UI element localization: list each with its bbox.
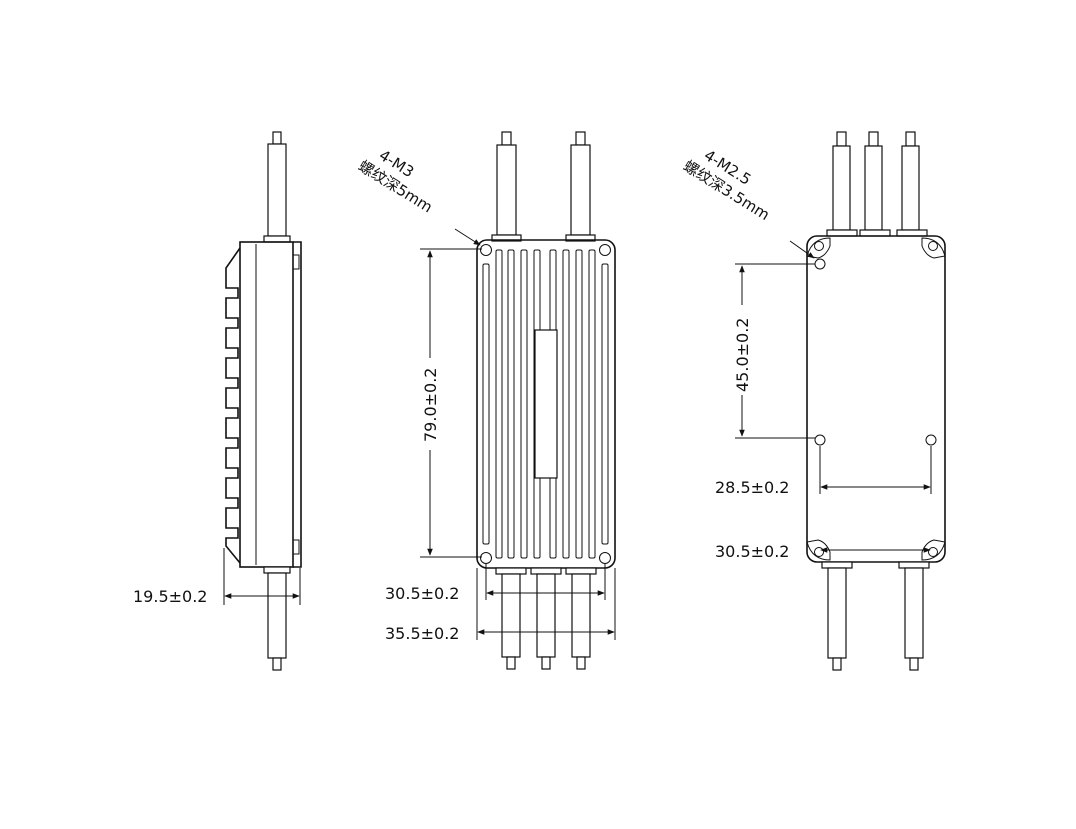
- front-bottom-wire-tip-1: [506, 656, 516, 670]
- rear-top-grommet-3: [896, 229, 928, 237]
- front-top-wire-tip-1: [501, 131, 512, 146]
- front-callout-leader: [454, 228, 481, 246]
- side-thickness-label: 19.5±0.2: [133, 587, 207, 606]
- rear-boss-tr: [921, 237, 946, 259]
- front-bottom-wire-2: [536, 573, 556, 658]
- front-hole-tr: [599, 244, 611, 256]
- front-bottom-wire-3: [571, 573, 591, 658]
- rear-hole-inner-ml: [814, 434, 826, 446]
- side-lip: [293, 241, 302, 568]
- front-height-label: 79.0±0.2: [421, 368, 440, 442]
- rear-bottom-wire-2: [904, 567, 924, 659]
- side-screw-bottom: [292, 539, 300, 555]
- front-hole-spacing-label: 30.5±0.2: [385, 584, 459, 603]
- rear-view: 4-M2.5 螺纹深3.5mm 45.0±0.2 28.5±0.2 30.5±0…: [680, 131, 946, 671]
- front-view: 4-M3 螺纹深5mm 79.0±0.2 30.5±0.2 35.5±0.2: [355, 131, 616, 670]
- front-width-label: 35.5±0.2: [385, 624, 459, 643]
- rear-outer-spacing-label: 30.5±0.2: [715, 542, 789, 561]
- rear-top-wire-tip-2: [868, 131, 879, 147]
- front-bottom-grommet-1: [495, 567, 527, 575]
- rear-top-wire-tip-3: [905, 131, 916, 147]
- front-top-wire-tip-2: [575, 131, 586, 146]
- front-top-wire-1: [496, 144, 517, 236]
- rear-bottom-grommet-1: [821, 561, 853, 569]
- rear-bottom-grommet-2: [898, 561, 930, 569]
- front-bottom-wire-tip-2: [541, 656, 551, 670]
- side-view: 19.5±0.2: [133, 131, 302, 671]
- rear-callout-leader: [789, 240, 815, 259]
- front-bottom-grommet-3: [565, 567, 597, 575]
- rear-hole-bl: [814, 547, 824, 557]
- side-top-grommet: [263, 235, 291, 243]
- side-bottom-wire: [267, 572, 287, 659]
- front-hole-tl: [480, 244, 492, 256]
- rear-top-wire-2: [864, 145, 883, 231]
- rear-vert-label: 45.0±0.2: [733, 318, 752, 392]
- rear-hole-inner-mr: [925, 434, 937, 446]
- rear-top-wire-3: [901, 145, 920, 231]
- side-screw-top: [292, 254, 300, 270]
- rear-boss-tl: [806, 237, 831, 259]
- side-bottom-wire-tip: [272, 657, 282, 671]
- rear-hole-br: [928, 547, 938, 557]
- front-label-area: [534, 329, 558, 479]
- rear-top-grommet-1: [826, 229, 858, 237]
- rear-top-wire-1: [832, 145, 851, 231]
- front-top-wire-2: [570, 144, 591, 236]
- rear-hole-tl: [814, 241, 824, 251]
- rear-hole-inner-tl: [814, 258, 826, 270]
- front-bottom-wire-1: [501, 573, 521, 658]
- front-fins: [482, 249, 609, 559]
- front-top-grommet-1: [491, 234, 522, 242]
- rear-bottom-wire-tip-1: [832, 657, 842, 671]
- front-bottom-grommet-2: [530, 567, 562, 575]
- side-body: [239, 241, 294, 568]
- rear-bottom-wire-tip-2: [909, 657, 919, 671]
- rear-top-wire-tip-1: [836, 131, 847, 147]
- rear-top-grommet-2: [859, 229, 891, 237]
- front-bottom-wire-tip-3: [576, 656, 586, 670]
- side-bottom-grommet: [263, 566, 291, 574]
- rear-bottom-wire-1: [827, 567, 847, 659]
- side-top-wire-tip: [272, 131, 282, 145]
- rear-inner-spacing-label: 28.5±0.2: [715, 478, 789, 497]
- front-top-grommet-2: [565, 234, 596, 242]
- rear-hole-tr: [928, 241, 938, 251]
- rear-body: [806, 235, 946, 563]
- front-hole-bl: [480, 552, 492, 564]
- front-hole-br: [599, 552, 611, 564]
- side-top-wire: [267, 143, 287, 237]
- side-fins: [225, 247, 241, 564]
